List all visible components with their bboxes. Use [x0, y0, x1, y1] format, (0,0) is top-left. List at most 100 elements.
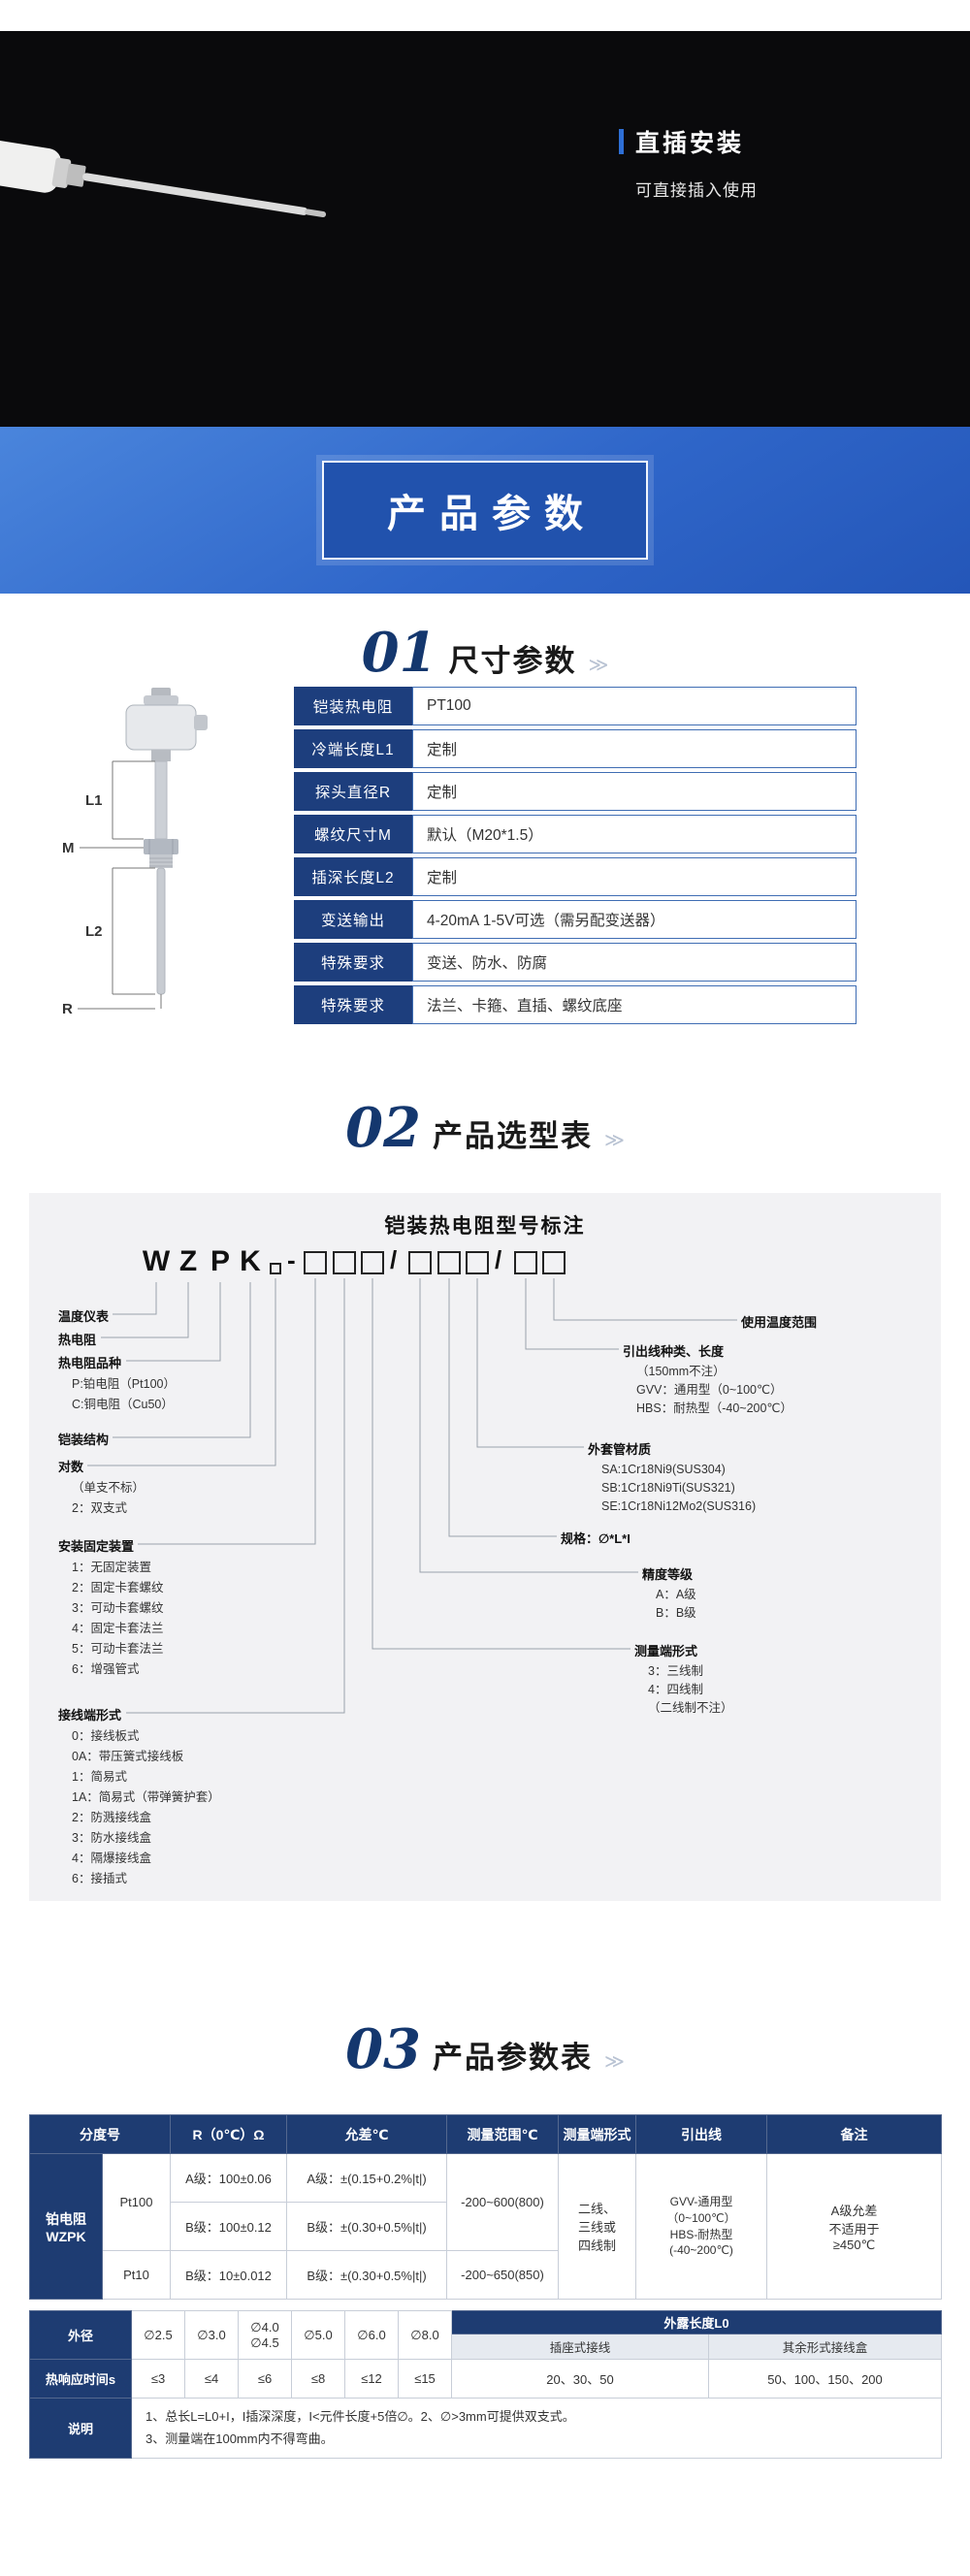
- cell-resp-3: ≤6: [238, 2359, 292, 2399]
- table-row: B级：100±0.12 B级：±(0.30+0.5%|t|): [30, 2202, 942, 2251]
- group-label: 安装固定装置: [58, 1539, 135, 1554]
- cell-pt10-tol: B级：±(0.30+0.5%|t|): [286, 2250, 447, 2300]
- code-box-1: [304, 1251, 327, 1274]
- group-item: SA:1Cr18Ni9(SUS304): [601, 1463, 726, 1476]
- group-item: SE:1Cr18Ni12Mo2(SUS316): [601, 1499, 757, 1513]
- code-slash-1: /: [390, 1245, 398, 1274]
- cell-resp-6: ≤15: [398, 2359, 452, 2399]
- dim-label-m: M: [62, 840, 75, 856]
- cell-l0-socket: 20、30、50: [451, 2359, 709, 2399]
- row-label-response-time: 热响应时间s: [29, 2359, 132, 2399]
- code-slash-2: /: [495, 1245, 502, 1274]
- cell-pt10: Pt10: [102, 2250, 171, 2300]
- group-label: 热电阻品种: [58, 1356, 122, 1370]
- code-box-3: [361, 1251, 384, 1274]
- code-box-5: [437, 1251, 461, 1274]
- group-item: （二线制不注）: [648, 1701, 733, 1715]
- group-item: 2：固定卡套螺纹: [72, 1581, 164, 1594]
- table-row: 冷端长度L1 定制: [294, 729, 857, 768]
- section-heading-2: 02 产品选型表 ≫: [0, 1101, 970, 1155]
- header-leads: 引出线: [635, 2114, 767, 2154]
- row-label-diameter: 外径: [29, 2310, 132, 2360]
- chevron-icon: ≫: [588, 655, 609, 676]
- table-row: 说明 1、总长L=L0+I，I插深深度，I<元件长度+5倍∅。2、∅>3mm可提…: [29, 2398, 943, 2459]
- spec-table: 铠装热电阻 PT100 冷端长度L1 定制 探头直径R 定制 螺纹尺寸M 默认（…: [294, 687, 857, 1028]
- group-label: 引出线种类、长度: [623, 1344, 725, 1359]
- spec-value: 4-20mA 1-5V可选（需另配变送器）: [412, 900, 857, 939]
- group-item: 6：接插式: [72, 1872, 127, 1885]
- section-number: 03: [345, 2017, 421, 2081]
- sensor-diagram: L1 M L2 R: [62, 688, 208, 1017]
- sensor-body: [125, 688, 208, 995]
- group-item: 1：简易式: [72, 1770, 127, 1784]
- group-item: （单支不标）: [72, 1481, 146, 1495]
- model-chart-title: 铠装热电阻型号标注: [384, 1215, 586, 1238]
- hero-feature-subtitle: 可直接插入使用: [635, 181, 758, 200]
- hero-feature-title: 直插安装: [635, 130, 745, 157]
- group-item: 1A：简易式（带弹簧护套）: [72, 1790, 220, 1804]
- group-item: 0：接线板式: [72, 1729, 140, 1743]
- group-item: 3：三线制: [648, 1664, 703, 1678]
- spec-value: PT100: [412, 687, 857, 725]
- model-group-temp-instrument: 温度仪表: [58, 1306, 109, 1328]
- cell-r-b: B级：100±0.12: [170, 2202, 287, 2251]
- code-box-4: [408, 1251, 432, 1274]
- hero-section: 直插安装 可直接插入使用: [0, 31, 970, 427]
- section-heading-3: 03 产品参数表 ≫: [0, 2022, 970, 2077]
- group-item: 0A：带压簧式接线板: [72, 1750, 184, 1763]
- spec-value: 变送、防水、防腐: [412, 943, 857, 982]
- hero-feature-block: 直插安装 可直接插入使用: [619, 124, 758, 201]
- section-heading-1: 01 尺寸参数 ≫: [0, 626, 970, 680]
- table-row: 探头直径R 定制: [294, 772, 857, 811]
- group-label: 对数: [58, 1460, 84, 1474]
- spec-label: 探头直径R: [294, 772, 412, 811]
- header-resistance: R（0℃）Ω: [170, 2114, 287, 2154]
- cell-dia-1: ∅2.5: [131, 2310, 185, 2360]
- table-row: Pt10 B级：10±0.012 B级：±(0.30+0.5%|t|) -200…: [30, 2250, 942, 2300]
- spec-label: 插深长度L2: [294, 857, 412, 896]
- model-group-pairs: 对数 （单支不标） 2：双支式: [58, 1457, 145, 1519]
- model-group-rtd-type: 热电阻品种 P:铂电阻（Pt100） C:铜电阻（Cu50）: [58, 1353, 176, 1415]
- params-banner: 产品参数: [0, 427, 970, 594]
- group-label: 外套管材质: [588, 1442, 652, 1457]
- model-group-temp-range: 使用温度范围: [741, 1312, 817, 1334]
- group-item: 6：增强管式: [72, 1662, 140, 1676]
- section-number: 01: [361, 621, 437, 685]
- group-item: 1：无固定装置: [72, 1561, 151, 1574]
- cell-l0-other: 50、100、150、200: [707, 2359, 943, 2399]
- cell-resp-2: ≤4: [184, 2359, 239, 2399]
- group-label: 铠装结构: [58, 1433, 110, 1447]
- spec-value: 法兰、卡箍、直插、螺纹底座: [412, 985, 857, 1024]
- spec-value: 定制: [412, 729, 857, 768]
- cell-dia-3: ∅4.0 ∅4.5: [238, 2310, 292, 2360]
- model-group-terminal: 接线端形式 0：接线板式 0A：带压簧式接线板 1：简易式 1A：简易式（带弹簧…: [58, 1705, 220, 1889]
- spec-value: 定制: [412, 857, 857, 896]
- code-box-small: [270, 1263, 281, 1274]
- group-label: 测量端形式: [634, 1644, 698, 1658]
- section-number: 02: [345, 1096, 421, 1160]
- cell-tol-b: B级：±(0.30+0.5%|t|): [286, 2202, 447, 2251]
- section-title: 尺寸参数: [448, 644, 577, 678]
- table-row: 插深长度L2 定制: [294, 857, 857, 896]
- header-graduation: 分度号: [29, 2114, 171, 2154]
- group-item: GVV：通用型（0~100℃）: [636, 1383, 783, 1397]
- model-group-measuring-end: 测量端形式 3：三线制 4：四线制 （二线制不注）: [634, 1641, 733, 1718]
- group-label: 接线端形式: [58, 1708, 122, 1723]
- group-item: HBS：耐热型（-40~200℃）: [636, 1401, 792, 1415]
- code-box-8: [542, 1251, 566, 1274]
- table-row: 插座式接线 其余形式接线盒: [30, 2334, 943, 2360]
- cell-range-pt10: -200~650(850): [446, 2250, 559, 2300]
- table-row: 特殊要求 法兰、卡箍、直插、螺纹底座: [294, 985, 857, 1024]
- model-selection-box: 铠装热电阻型号标注 W Z P K - / / 温度仪表 热电阻 热电阻品种 P…: [29, 1193, 941, 1901]
- table-row: 热响应时间s ≤3 ≤4 ≤6 ≤8 ≤12 ≤15 20、30、50 50、1…: [29, 2359, 943, 2399]
- banner-title: 产品参数: [387, 493, 597, 535]
- group-item: 4：隔爆接线盒: [72, 1852, 151, 1865]
- group-item: 2：双支式: [72, 1501, 127, 1515]
- group-item: B：B级: [656, 1606, 696, 1620]
- group-label: 使用温度范围: [741, 1315, 818, 1330]
- cell-range-pt100: -200~600(800): [446, 2153, 559, 2251]
- cell-dia-2: ∅3.0: [184, 2310, 239, 2360]
- cell-pt10-r: B级：10±0.012: [170, 2250, 287, 2300]
- group-item: 2：防溅接线盒: [72, 1811, 151, 1824]
- group-label: 规格：∅*L*I: [561, 1531, 630, 1546]
